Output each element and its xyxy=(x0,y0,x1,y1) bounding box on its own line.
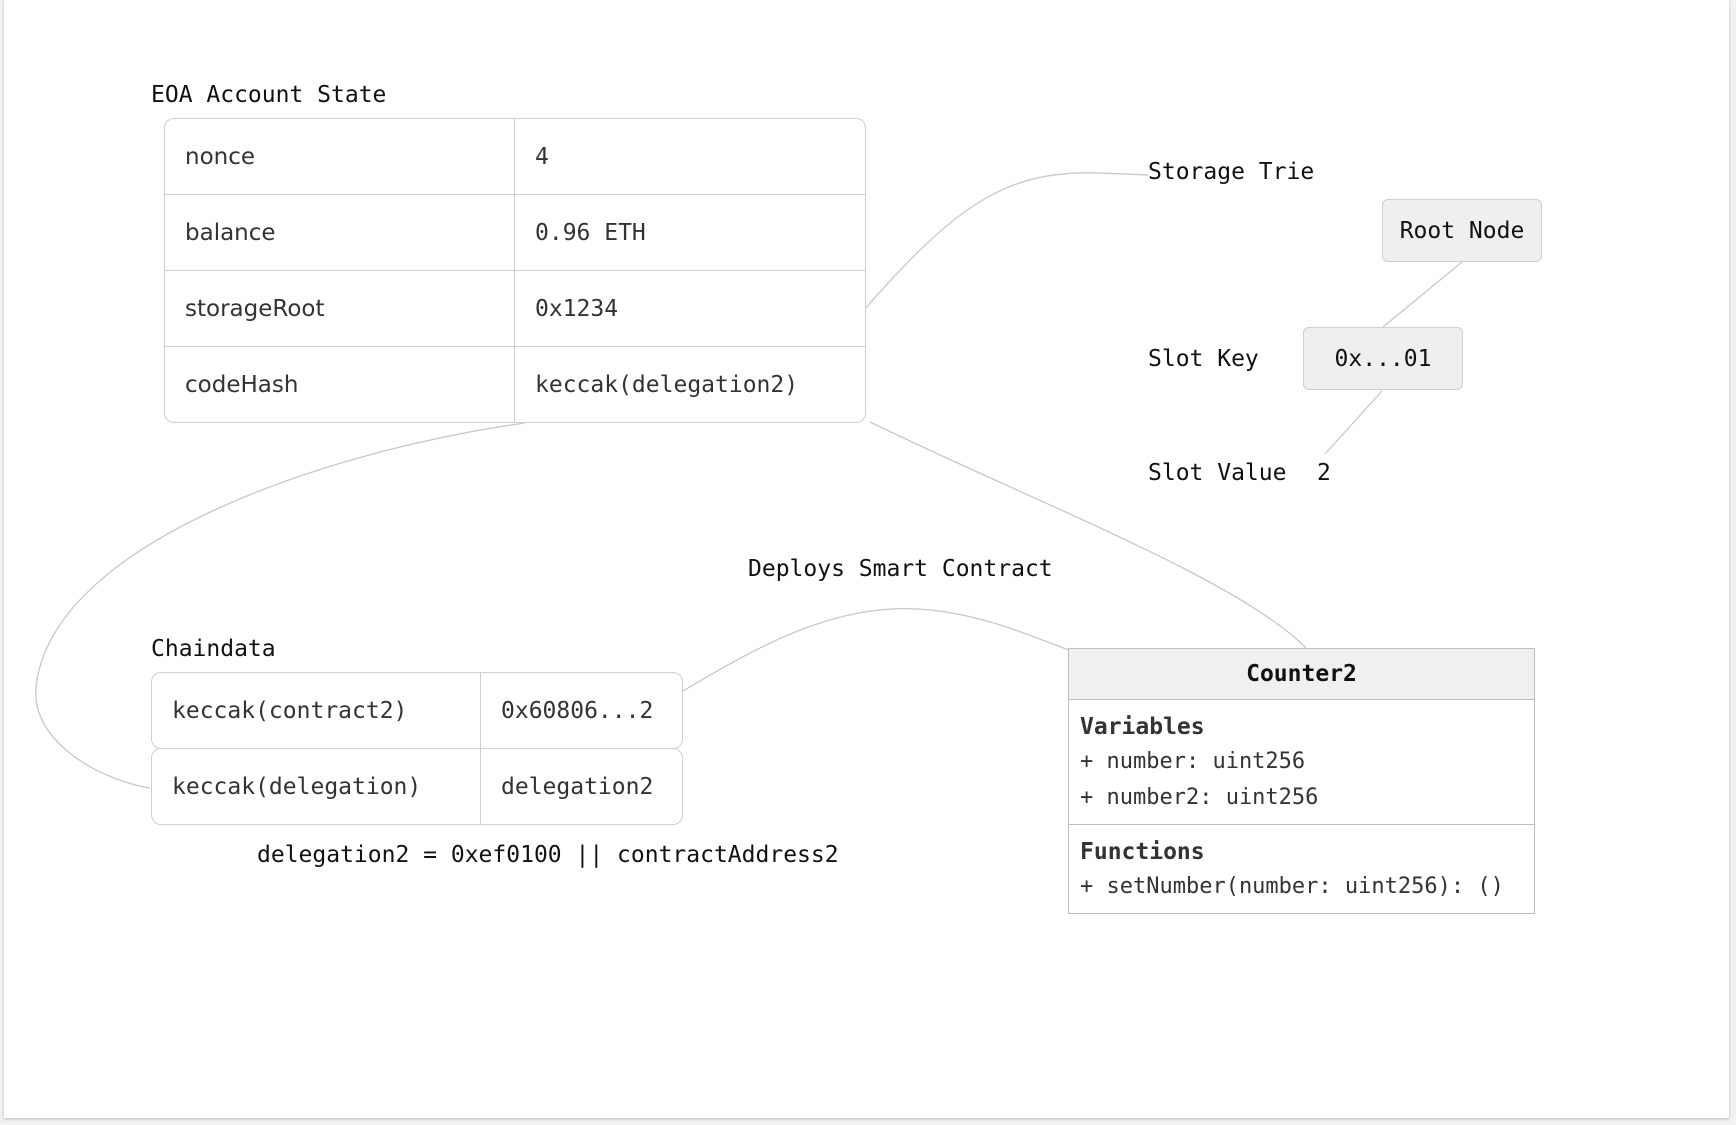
chaindata-value: 0x60806...2 xyxy=(501,697,654,724)
eoa-key: codeHash xyxy=(165,347,515,422)
variables-title: Variables xyxy=(1080,714,1205,740)
eoa-key: nonce xyxy=(165,119,515,194)
eoa-row-balance: balance 0.96 ETH xyxy=(165,194,865,270)
deploys-smart-contract-label: Deploys Smart Contract xyxy=(748,556,1053,582)
slot-value: 2 xyxy=(1317,460,1331,486)
eoa-value: 4 xyxy=(535,143,549,170)
slot-value-label: Slot Value xyxy=(1148,460,1287,486)
chaindata-key: keccak(delegation) xyxy=(152,749,481,824)
functions-section: Functions + setNumber(number: uint256): … xyxy=(1069,825,1534,913)
function-item: + setNumber(number: uint256): () xyxy=(1080,874,1504,899)
eoa-value: 0x1234 xyxy=(535,295,619,322)
delegation-formula: delegation2 = 0xef0100 || contractAddres… xyxy=(257,842,839,868)
eoa-key: balance xyxy=(165,195,515,270)
variable-item: + number: uint256 xyxy=(1080,749,1306,774)
functions-title: Functions xyxy=(1080,839,1205,865)
eoa-row-storageroot: storageRoot 0x1234 xyxy=(165,270,865,346)
chaindata-key: keccak(contract2) xyxy=(152,673,481,748)
class-name: Counter2 xyxy=(1069,649,1534,700)
root-node: Root Node xyxy=(1382,199,1542,262)
eoa-state-table: nonce 4 balance 0.96 ETH storageRoot 0x1… xyxy=(164,118,866,423)
chaindata-title: Chaindata xyxy=(151,636,276,662)
variable-item: + number2: uint256 xyxy=(1080,785,1319,810)
eoa-title: EOA Account State xyxy=(151,82,387,108)
chaindata-row-contract2: keccak(contract2) 0x60806...2 xyxy=(151,672,683,749)
variables-section: Variables + number: uint256 + number2: u… xyxy=(1069,700,1534,825)
eoa-key: storageRoot xyxy=(165,271,515,346)
counter2-class-box: Counter2 Variables + number: uint256 + n… xyxy=(1068,648,1535,914)
eoa-value: 0.96 ETH xyxy=(535,219,646,246)
slot-key-node: 0x...01 xyxy=(1303,327,1463,390)
slot-key-label: Slot Key xyxy=(1148,346,1259,372)
chaindata-value: delegation2 xyxy=(501,773,654,800)
chaindata-row-delegation: keccak(delegation) delegation2 xyxy=(151,748,683,825)
eoa-row-nonce: nonce 4 xyxy=(165,119,865,194)
storage-trie-title: Storage Trie xyxy=(1148,159,1315,185)
eoa-value: keccak(delegation2) xyxy=(535,371,799,398)
eoa-row-codehash: codeHash keccak(delegation2) xyxy=(165,346,865,422)
